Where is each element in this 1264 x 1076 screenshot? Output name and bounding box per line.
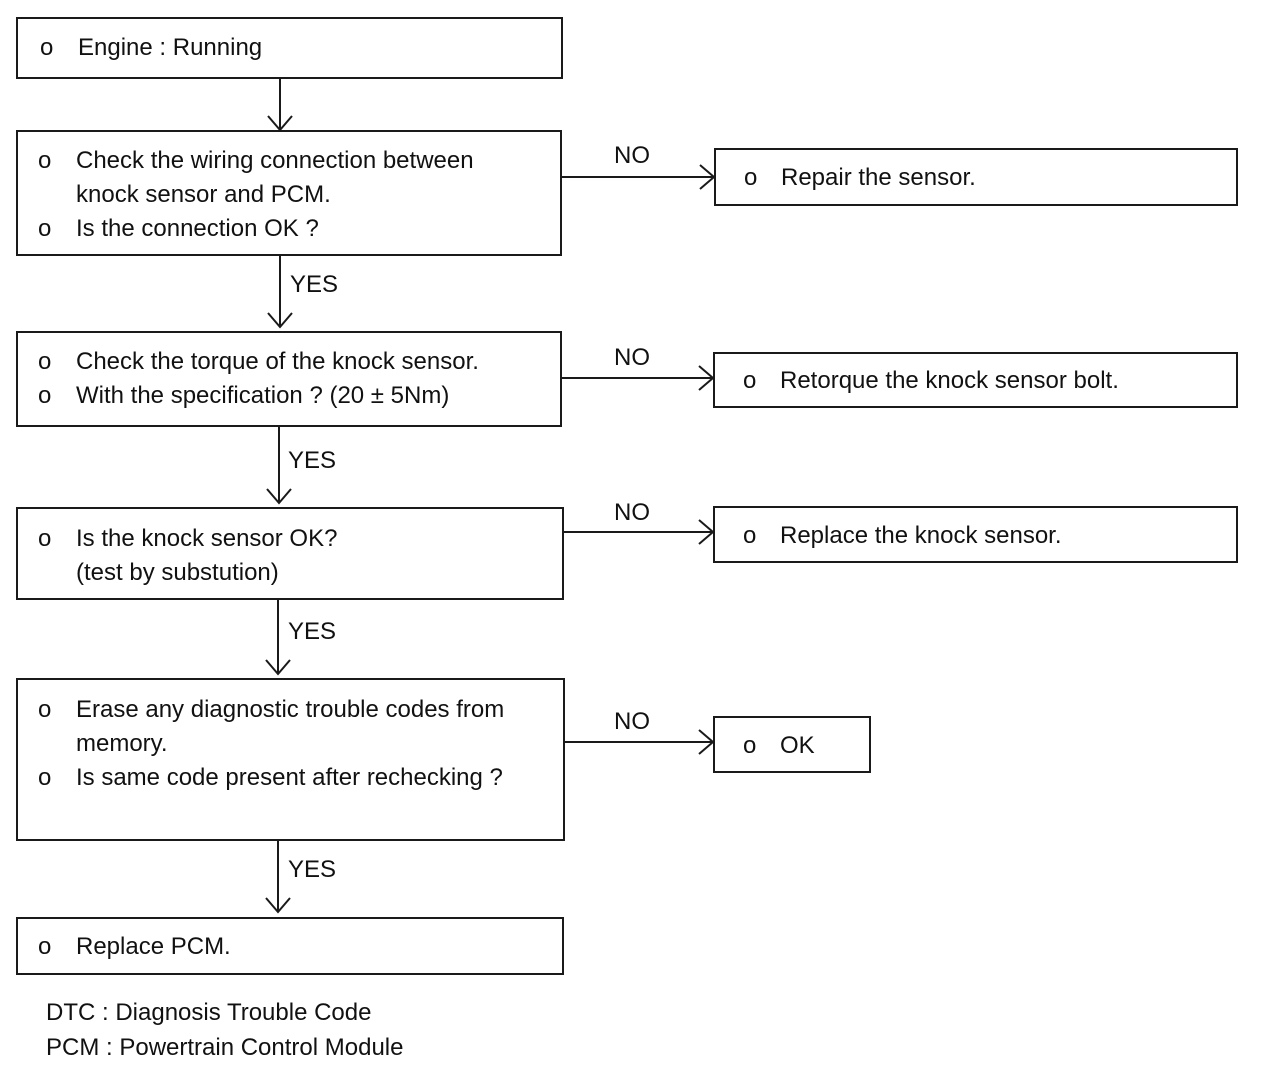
legend-pcm: PCM : Powertrain Control Module <box>46 1034 404 1061</box>
action-line: o Repair the sensor. <box>716 161 1236 195</box>
label-yes: YES <box>288 618 337 645</box>
bullet: o <box>743 732 757 759</box>
action-line: o OK <box>715 729 869 763</box>
step-text: Is the knock sensor OK? <box>76 525 338 552</box>
action-retorque-bolt: o Retorque the knock sensor bolt. <box>713 352 1238 408</box>
step-line: o Is the connection OK ? <box>18 212 560 246</box>
step-check-torque: o Check the torque of the knock sensor. … <box>16 331 562 427</box>
step-knock-sensor-ok: o Is the knock sensor OK? (test by subst… <box>16 507 564 600</box>
step-erase-codes: o Erase any diagnostic trouble codes fro… <box>16 678 565 841</box>
label-yes: YES <box>290 271 339 298</box>
bullet: o <box>38 147 52 174</box>
action-text: Retorque the knock sensor bolt. <box>780 367 1119 394</box>
action-line: o Replace the knock sensor. <box>715 519 1236 553</box>
step-line: memory. <box>18 727 563 761</box>
step-text: (test by substution) <box>76 559 279 586</box>
step-text: Is the connection OK ? <box>76 215 319 242</box>
bullet: o <box>38 764 52 791</box>
action-text: OK <box>780 732 815 759</box>
step-line: o Check the wiring connection between <box>18 144 560 178</box>
step-line: o With the specification ? (20 ± 5Nm) <box>18 379 560 413</box>
bullet: o <box>38 696 52 723</box>
arrowhead-down <box>266 488 292 505</box>
label-no: NO <box>614 499 650 526</box>
legend-dtc: DTC : Diagnosis Trouble Code <box>46 999 372 1026</box>
action-replace-knock-sensor: o Replace the knock sensor. <box>713 506 1238 563</box>
action-ok: o OK <box>713 716 871 773</box>
bullet: o <box>40 34 54 61</box>
step-line: o Is the knock sensor OK? <box>18 522 562 556</box>
step-text: knock sensor and PCM. <box>76 181 331 208</box>
step-text: Replace PCM. <box>76 933 231 960</box>
label-yes: YES <box>288 447 337 474</box>
label-no: NO <box>614 344 650 371</box>
step-replace-pcm: o Replace PCM. <box>16 917 564 975</box>
action-line: o Retorque the knock sensor bolt. <box>715 364 1236 398</box>
step-text: Is same code present after rechecking ? <box>76 764 503 791</box>
bullet: o <box>38 933 52 960</box>
label-no: NO <box>614 142 650 169</box>
step-line: o Check the torque of the knock sensor. <box>18 345 560 379</box>
arrowhead-down <box>267 312 293 329</box>
step-line: o Engine : Running <box>18 31 561 65</box>
bullet: o <box>743 522 757 549</box>
step-text: With the specification ? (20 ± 5Nm) <box>76 382 450 409</box>
bullet: o <box>743 367 757 394</box>
step-line: knock sensor and PCM. <box>18 178 560 212</box>
label-no: NO <box>614 708 650 735</box>
arrowhead-down <box>265 897 291 914</box>
bullet: o <box>38 525 52 552</box>
step-text: Check the wiring connection between <box>76 147 474 174</box>
action-text: Repair the sensor. <box>781 164 976 191</box>
step-text: Engine : Running <box>78 34 263 61</box>
step-text: Erase any diagnostic trouble codes from <box>76 696 505 723</box>
action-text: Replace the knock sensor. <box>780 522 1062 549</box>
bullet: o <box>38 348 52 375</box>
step-line: (test by substution) <box>18 556 562 590</box>
step-line: o Is same code present after rechecking … <box>18 761 563 795</box>
step-text: memory. <box>76 730 168 757</box>
step-check-wiring: o Check the wiring connection between kn… <box>16 130 562 256</box>
step-text: Check the torque of the knock sensor. <box>76 348 479 375</box>
step-line: o Erase any diagnostic trouble codes fro… <box>18 693 563 727</box>
step-engine-running: o Engine : Running <box>16 17 563 79</box>
bullet: o <box>38 382 52 409</box>
step-line: o Replace PCM. <box>18 930 562 964</box>
label-yes: YES <box>288 856 337 883</box>
bullet: o <box>38 215 52 242</box>
arrowhead-down <box>265 659 291 676</box>
action-repair-sensor: o Repair the sensor. <box>714 148 1238 206</box>
bullet: o <box>744 164 758 191</box>
